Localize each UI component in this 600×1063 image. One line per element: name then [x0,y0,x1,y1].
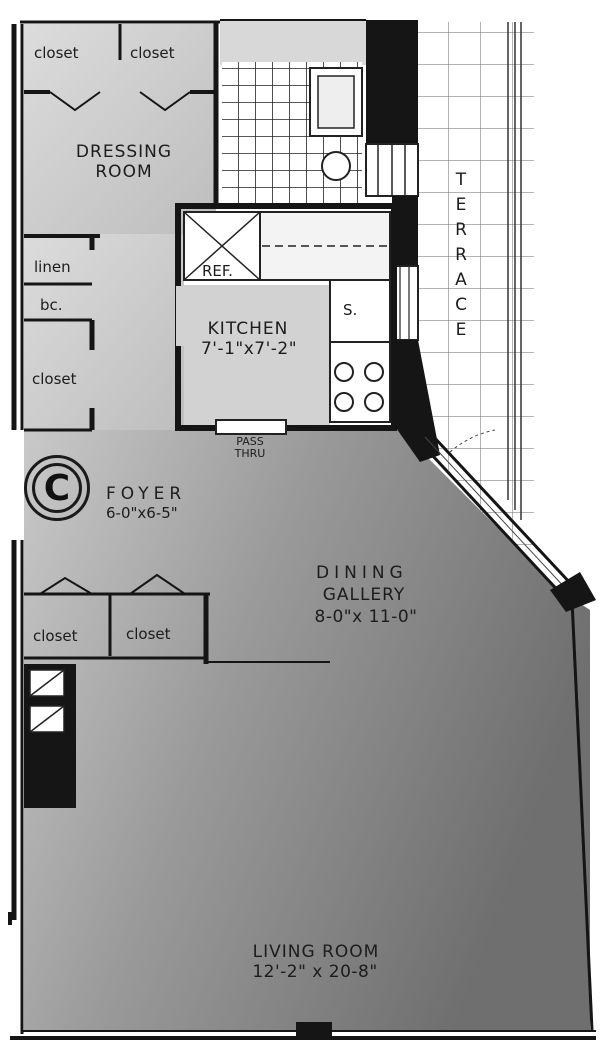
closet-top-right-label: closet [130,44,175,62]
diagonal-wall [416,418,596,1031]
stove-fixture [309,67,363,181]
pass-thru-label: PASS [236,435,264,448]
closet-bottom-right-label: closet [126,625,171,643]
upper-room-fill [24,20,366,434]
terrace [418,22,534,590]
dining-gallery-dimensions: 8-0"x 11-0" [314,607,418,627]
unit-badge-inner-ring [32,463,82,513]
unit-badge: C [24,455,90,521]
dining-gallery-label-line2: GALLERY [322,585,406,605]
closet-top-left-label: closet [34,44,79,62]
dressing-room-label-line2: ROOM [95,162,153,182]
closet-bottom-left-label: closet [33,627,78,645]
terrace-letter: R [455,220,467,240]
dressing-room-label: DRESSING [75,142,173,162]
terrace-letter: C [455,295,467,315]
walls [8,19,596,1040]
terrace-letter: E [455,195,467,215]
living-room-label: LIVING ROOM [252,942,380,962]
kitchen [175,203,397,435]
dining-gallery-label: DINING [316,563,408,583]
terrace-letter: R [455,245,467,265]
terrace-letter: T [455,170,467,190]
foyer-dimensions: 6-0"x6-5" [106,504,178,522]
kitchen-dimensions: 7'-1"x7'-2" [200,339,298,359]
pass-thru-label-line2: THRU [234,447,266,460]
refrigerator-label: REF. [202,262,233,280]
living-room-dimensions: 12'-2" x 20-8" [252,962,378,982]
kitchen-label: KITCHEN [207,319,289,339]
terrace-letter: E [455,320,467,340]
terrace-letter: A [455,270,467,290]
sink-label: S. [343,301,358,319]
foyer-label: FOYER [106,484,187,504]
linen-closet-label: linen [34,258,71,276]
closet-mid-label: closet [32,370,77,388]
unit-letter: C [43,468,71,509]
unit-badge-outer-ring [24,455,90,521]
bc-closet-label: bc. [40,296,63,314]
